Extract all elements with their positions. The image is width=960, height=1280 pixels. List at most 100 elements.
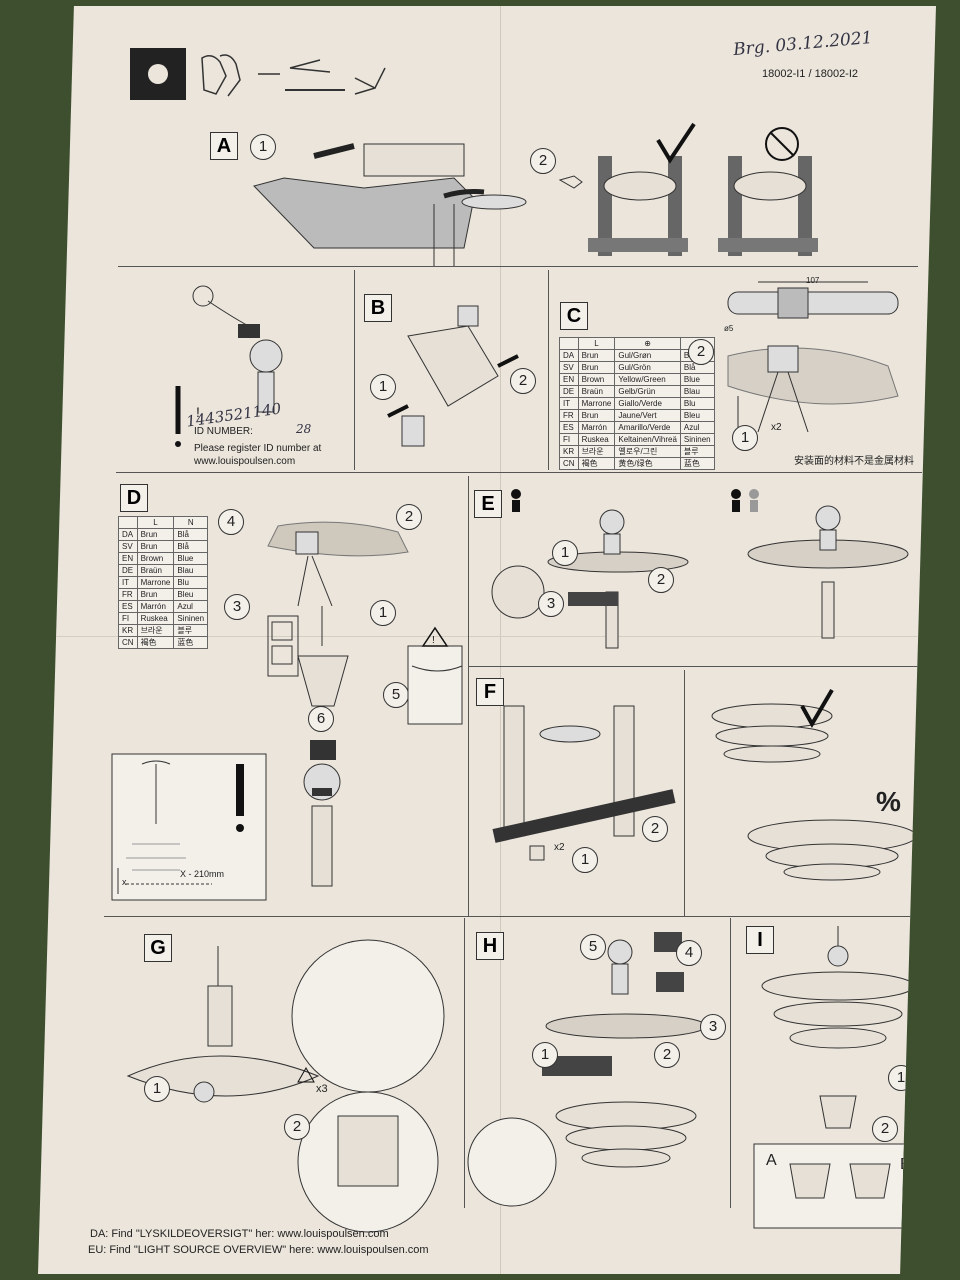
step-a1: 1 [250, 134, 276, 160]
step-d4: 4 [218, 509, 244, 535]
register-text: Please register ID number at [194, 443, 322, 454]
click-label: Click [914, 1184, 936, 1195]
chinese-note: 安装面的材料不是金属材料 [794, 456, 914, 467]
unboxing-illustration [253, 143, 527, 266]
divider [118, 266, 918, 267]
wiring-c-cell: Sininen [679, 433, 715, 446]
ceiling-mount-illustration [727, 345, 899, 446]
wiring-d-cell: IT [118, 576, 138, 589]
wiring-d-cell: Marrón [136, 600, 175, 613]
wiring-c-cell: 褐色 [577, 457, 616, 470]
instruction-sheet: Brg. 03.12.2021 18002-I1 / 18002-I2 A 1 … [38, 6, 936, 1274]
divider [468, 476, 469, 916]
diffuser-click-illustration [761, 926, 915, 1129]
wiring-d-cell: Azul [173, 600, 209, 613]
wiring-d-cell: FR [118, 588, 138, 601]
divider [104, 916, 926, 917]
gloves-icon [201, 55, 227, 95]
wiring-c-cell: Blu [679, 397, 715, 410]
wiring-d-cell: Blå [173, 540, 209, 553]
step-g2: 2 [284, 1114, 310, 1140]
register-url: www.louispoulsen.com [194, 456, 296, 467]
step-d5: 5 [383, 682, 409, 708]
shade-assembly-illustration [711, 688, 917, 881]
percent-symbol: % [876, 786, 901, 817]
wiring-c-cell: DA [559, 349, 579, 362]
wiring-c-cell: Braün [577, 385, 616, 398]
wiring-c-cell: Giallo/Verde [614, 397, 681, 410]
wiring-d-cell: CN [118, 636, 138, 649]
wiring-d-header-0 [118, 516, 138, 529]
step-b2: 2 [510, 368, 536, 394]
step-h4: 4 [676, 940, 702, 966]
wiring-d-cell: Blu [173, 576, 209, 589]
diameter-label: ø5 [724, 324, 734, 333]
wiring-d-cell: Braün [136, 564, 175, 577]
wiring-c-cell: ES [559, 421, 579, 434]
wiring-c-cell: IT [559, 397, 579, 410]
wiring-d-cell: Ruskea [136, 612, 175, 625]
divider [116, 472, 922, 473]
wiring-d-cell: Blue [173, 552, 209, 565]
x-label: x [122, 877, 127, 887]
step-f2: 2 [642, 816, 668, 842]
exclamation-mark: ! [196, 404, 200, 420]
section-d-label: D [120, 484, 148, 512]
footer-eu-line: EU: Find "LIGHT SOURCE OVERVIEW" here: w… [88, 1244, 429, 1256]
allen-key-icon [289, 59, 331, 73]
section-i-label: I [746, 926, 774, 954]
step-h5: 5 [580, 934, 606, 960]
step-d3: 3 [224, 594, 250, 620]
wiring-c-cell: EN [559, 373, 579, 386]
checkmark-icon [656, 122, 696, 164]
wiring-d-header-2: N [173, 516, 209, 529]
wiring-d-cell: Brown [136, 552, 175, 565]
handwritten-date: Brg. 03.12.2021 [732, 27, 874, 61]
wiring-d-cell: 블루 [173, 624, 209, 637]
section-c-label: C [560, 302, 588, 330]
wiring-c-cell: Marrone [577, 397, 616, 410]
wiring-d-cell: EN [118, 552, 138, 565]
step-c-x2: x2 [771, 422, 782, 433]
socket-mount-illustration [126, 939, 445, 1233]
step-c1: 1 [732, 425, 758, 451]
wiring-c-cell: Ruskea [577, 433, 616, 446]
section-g-label: G [144, 934, 172, 962]
wiring-c-cell: 브라운 [577, 445, 616, 458]
shade-layering-illustration [467, 932, 707, 1207]
wiring-c-cell: Gul/Grön [614, 361, 681, 374]
wiring-c-cell: Gelb/Grün [614, 385, 681, 398]
cable-id-illustration [175, 285, 283, 447]
fold-line-horizontal [38, 636, 936, 637]
wiring-c-cell: FR [559, 409, 579, 422]
wiring-c-cell: 블루 [679, 445, 715, 458]
wiring-c-cell: 蓝色 [679, 457, 715, 470]
wiring-c-cell: Amarillo/Verde [614, 421, 681, 434]
warning-triangle-icon [421, 626, 449, 647]
wiring-c-cell: KR [559, 445, 579, 458]
wiring-c-header-2: ⊕ [614, 337, 681, 350]
pendant-wiring-illustration [267, 521, 409, 887]
svg-text:!: ! [432, 635, 435, 646]
step-i1: 1 [888, 1065, 914, 1091]
step-a2: 2 [530, 148, 556, 174]
wiring-c-cell: Blue [679, 373, 715, 386]
model-codes: 18002-I1 / 18002-I2 [762, 68, 859, 80]
id-number-label: ID NUMBER: [194, 426, 253, 437]
wiring-c-cell: Azul [679, 421, 715, 434]
wiring-c-cell: Keltainen/Vihreä [614, 433, 681, 446]
step-e1: 1 [552, 540, 578, 566]
wiring-d-cell: Blå [173, 528, 209, 541]
